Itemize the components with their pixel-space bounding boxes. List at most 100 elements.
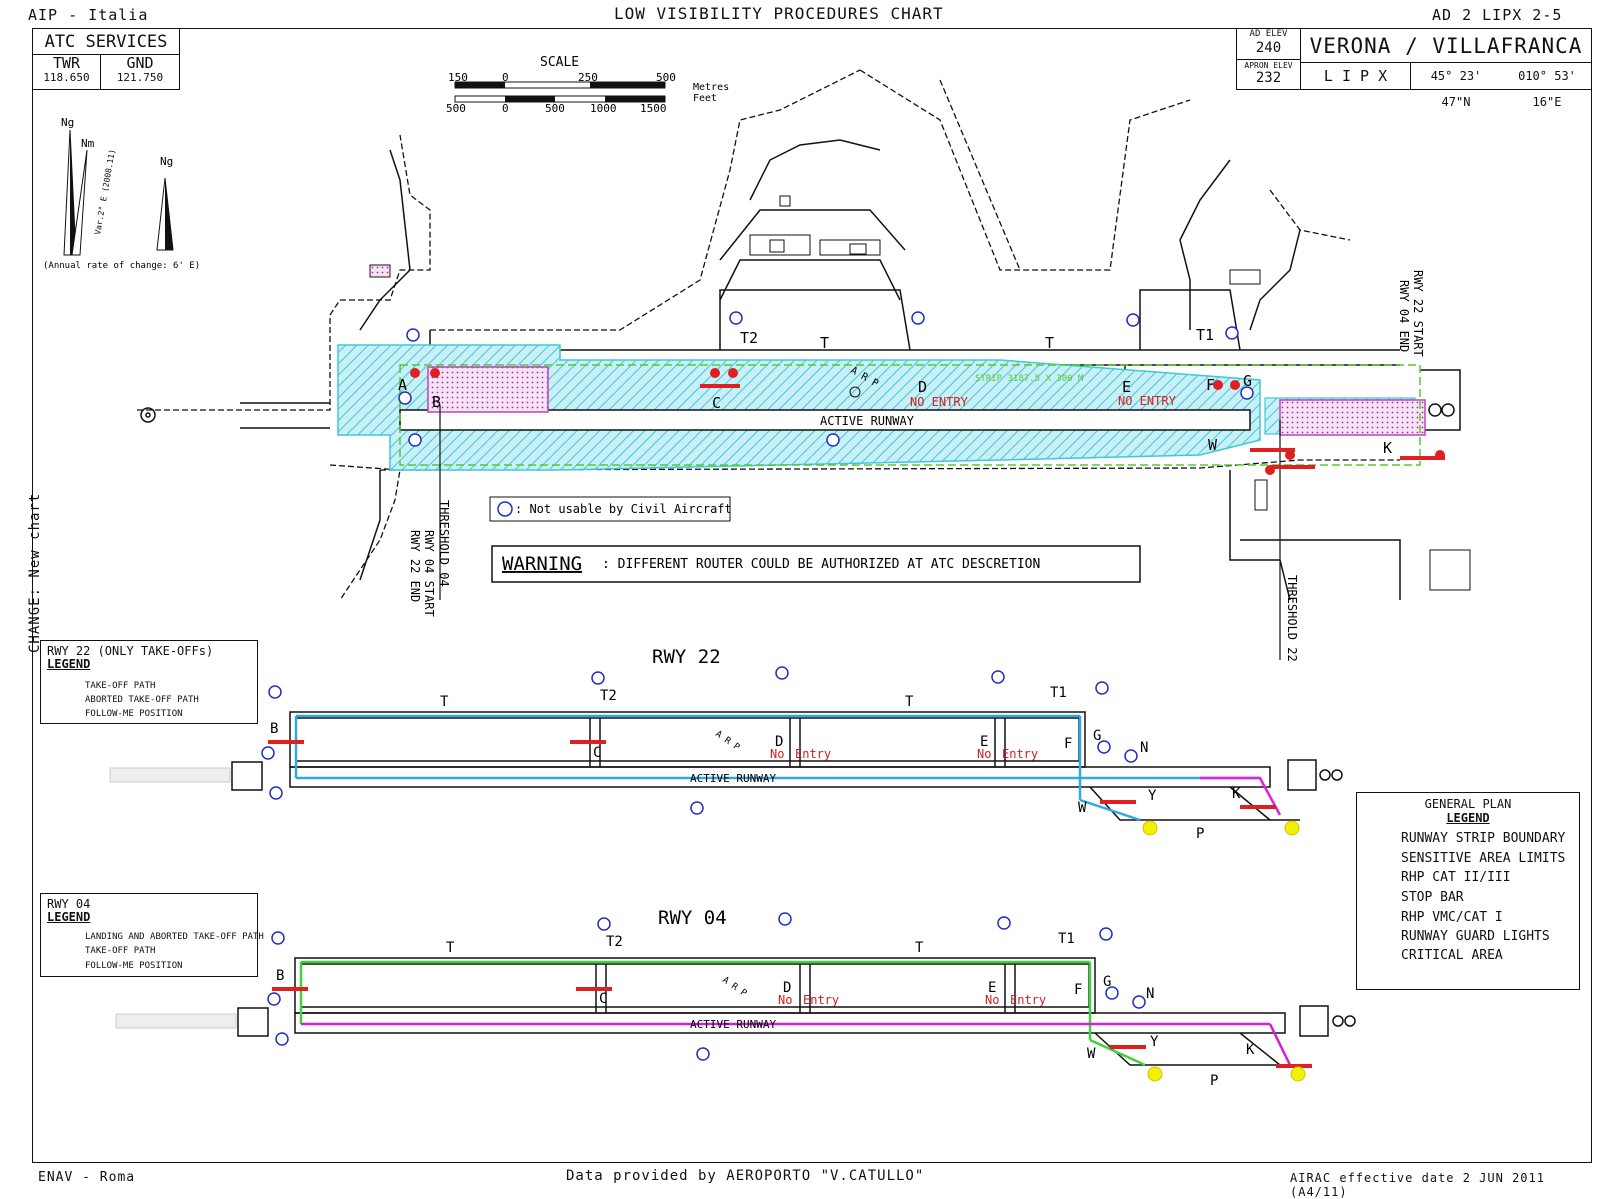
svg-text:Y: Y (1150, 1034, 1159, 1050)
not-usable-icon (497, 501, 513, 517)
svg-text:F: F (1074, 982, 1082, 998)
atc-title: ATC SERVICES (33, 29, 179, 55)
no-entry-d: NO ENTRY (910, 395, 969, 409)
stop-bar-f1 (1213, 380, 1223, 390)
rwy04-legend-landing: LANDING AND ABORTED TAKE-OFF PATH (85, 932, 264, 942)
rwy04-title: RWY 04 (658, 907, 727, 929)
variation-label: Var.2° E (2008.11) (93, 148, 117, 235)
rwy04-legend: RWY 04 LEGEND LANDING AND ABORTED TAKE-O… (40, 893, 264, 977)
svg-text:P: P (1196, 826, 1204, 842)
label-w: W (1208, 436, 1218, 454)
atc-services-box: ATC SERVICES TWR 118.650 GND 121.750 (32, 28, 180, 90)
apron-elev-cell: APRON ELEV 232 (1237, 60, 1301, 89)
svg-text:Entry: Entry (1002, 747, 1038, 761)
rwy04-end-label: RWY 04 END (1397, 280, 1411, 352)
rhp-w2 (1270, 465, 1315, 469)
svg-text:No: No (778, 993, 792, 1007)
ad-elev-cell: AD ELEV 240 (1237, 29, 1301, 60)
sensitive-area (337, 344, 1261, 471)
stop-bar-w (1285, 450, 1295, 460)
svg-text:W: W (1087, 1046, 1096, 1062)
svg-text:F: F (1064, 736, 1072, 752)
rwy22-follow-me-2 (1284, 820, 1300, 836)
label-t-a: T (820, 334, 829, 352)
svg-text:G: G (1093, 728, 1101, 744)
gnd-cell: GND 121.750 (101, 55, 179, 89)
scale-f-4: 1500 (640, 102, 667, 115)
ng-label-1: Ng (61, 116, 74, 129)
scale-title: SCALE (540, 55, 579, 70)
scale-metres-label: Metres (693, 82, 729, 93)
svg-text:T1: T1 (1058, 931, 1075, 947)
header-right: AD 2 LIPX 2-5 (1432, 6, 1563, 24)
label-d: D (918, 378, 927, 396)
label-a: A (398, 376, 407, 394)
chart-title: LOW VISIBILITY PROCEDURES CHART (614, 4, 944, 23)
label-e: E (1122, 378, 1131, 396)
scale-f-2: 500 (545, 102, 565, 115)
critical-area-22 (1279, 399, 1426, 436)
stop-bar-f2 (1230, 380, 1240, 390)
chart-frame (32, 28, 1592, 1163)
rwy04-legend-sub: LEGEND (47, 910, 91, 924)
gnd-label: GND (126, 54, 154, 72)
runway-strip-boundary (399, 364, 1421, 466)
critical-area-04 (427, 366, 549, 413)
rwy04-active-runway: ACTIVE RUNWAY (690, 1018, 776, 1031)
latitude: 45° 23' 47"N (1430, 69, 1482, 109)
svg-text:C: C (593, 745, 601, 761)
strip-label: STRIP 3187.5 X 300 M (975, 374, 1084, 384)
svg-text:T: T (440, 694, 449, 710)
north-arrow-group: Ng Nm Ng Var.2° E (2008.11) (Annual rate… (43, 116, 200, 271)
footer-center: Data provided by AEROPORTO "V.CATULLO" (566, 1168, 925, 1184)
label-f: F (1206, 376, 1215, 394)
aerodrome-name: VERONA / VILLAFRANCA (1301, 29, 1591, 63)
not-usable-box (489, 496, 731, 522)
nm-label: Nm (81, 137, 95, 150)
ad-elev-value: 240 (1255, 40, 1282, 56)
svg-text:Entry: Entry (803, 993, 839, 1007)
svg-text:T2: T2 (600, 688, 617, 704)
scale-m-1: 0 (502, 71, 509, 84)
apron-elev-label: APRON ELEV (1244, 61, 1293, 70)
legend-rhp-vmc: RHP VMC/CAT I (1401, 910, 1503, 925)
north-arrow-magnetic (71, 149, 88, 256)
apron-elev-value: 232 (1255, 70, 1282, 86)
svg-text:K: K (1246, 1042, 1255, 1058)
threshold-04-label: THRESHOLD 04 (437, 500, 451, 587)
rwy04-legend-takeoff: TAKE-OFF PATH (85, 946, 156, 956)
svg-text:No: No (770, 747, 784, 761)
svg-text:T2: T2 (606, 934, 623, 950)
label-k: K (1383, 439, 1392, 457)
twr-cell: TWR 118.650 (33, 55, 101, 89)
rwy22-legend-title: RWY 22 (ONLY TAKE-OFFs) (47, 644, 214, 658)
scale-m-3: 500 (656, 71, 676, 84)
legend-rhp-cat23: RHP CAT II/III (1401, 870, 1511, 885)
scale-m-0: 150 (448, 71, 468, 84)
stop-bar-c2 (728, 368, 738, 378)
svg-text:B: B (270, 721, 278, 737)
ng-label-2: Ng (160, 155, 173, 168)
main-taxiway-labels: T2 T T T1 A B C D E F G W K (398, 326, 1392, 457)
rwy04-follow-me-2 (1290, 1066, 1306, 1082)
rwy22-active-runway: ACTIVE RUNWAY (690, 772, 776, 785)
svg-text:A R P: A R P (713, 729, 741, 753)
not-usable-text: : Not usable by Civil Aircraft (515, 502, 732, 516)
svg-text:E: E (988, 980, 996, 996)
rwy22-legend-aborted: ABORTED TAKE-OFF PATH (85, 695, 199, 705)
svg-text:D: D (783, 980, 791, 996)
scale-f-0: 500 (446, 102, 466, 115)
svg-text:No: No (985, 993, 999, 1007)
aerodrome-box: AD ELEV 240 APRON ELEV 232 VERONA / VILL… (1236, 28, 1592, 109)
svg-text:W: W (1078, 800, 1087, 816)
rwy22-follow-me-1 (1142, 820, 1158, 836)
rwy04-legend-title: RWY 04 (47, 897, 91, 911)
rwy22-end-label: RWY 22 END (408, 530, 422, 602)
rhp-w (1250, 448, 1295, 452)
svg-text:C: C (599, 991, 607, 1007)
label-b: B (432, 393, 441, 411)
svg-text:K: K (1232, 786, 1241, 802)
svg-text:P: P (1210, 1073, 1218, 1089)
arp-icon (849, 386, 861, 398)
not-usable-markers (398, 311, 1254, 447)
